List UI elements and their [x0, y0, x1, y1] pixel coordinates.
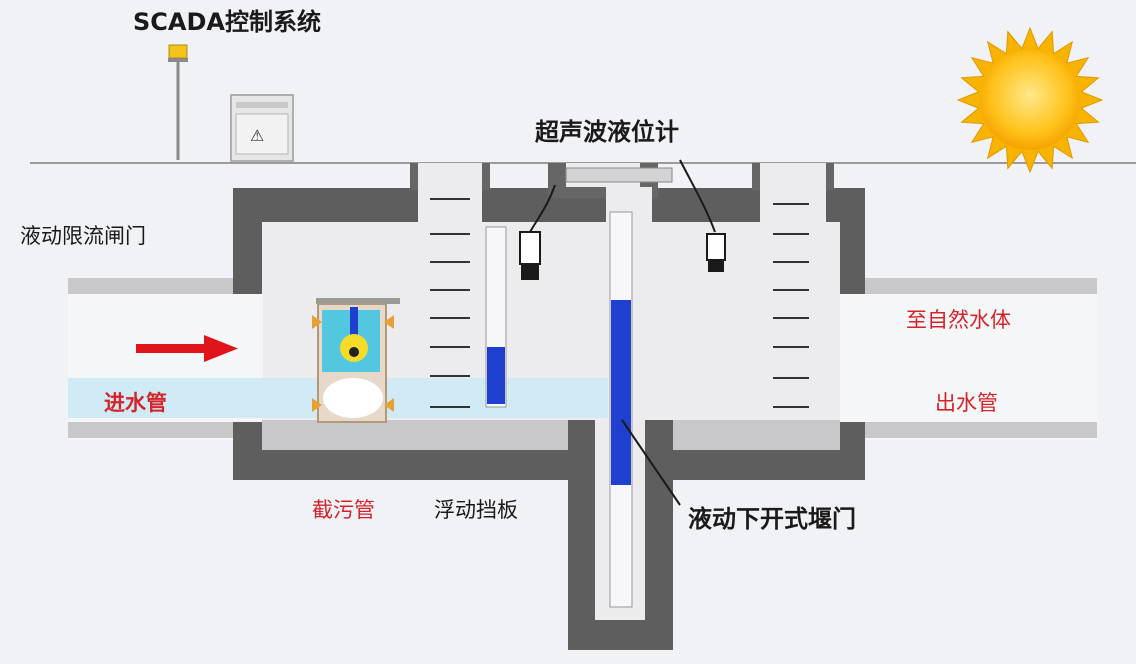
cabinet-warning-icon: ⚠ — [250, 126, 265, 145]
outlet-label: 出水管 — [935, 391, 998, 415]
sewage-label: 截污管 — [312, 498, 375, 522]
ultrasonic-sensor-right — [679, 159, 726, 272]
weir-gate — [609, 211, 633, 608]
level-ticks-left — [430, 198, 470, 408]
scada-label: SCADA控制系统 — [133, 8, 321, 36]
baffle-label: 浮动挡板 — [434, 498, 518, 522]
gate-label: 液动限流闸门 — [20, 224, 146, 248]
scada-pole — [168, 44, 188, 160]
sun-icon — [956, 26, 1104, 174]
floating-baffle — [485, 226, 507, 408]
inlet-label: 进水管 — [104, 391, 167, 415]
to-nature-label: 至自然水体 — [906, 308, 1011, 332]
scada-cabinet — [230, 94, 294, 162]
ultrasonic-sensor-left — [519, 184, 556, 280]
hydraulic-gate — [312, 298, 400, 423]
inflow-arrow — [136, 335, 238, 362]
level-ticks-right — [773, 203, 809, 408]
ultrasonic-label: 超声波液位计 — [535, 118, 679, 146]
weir-label: 液动下开式堰门 — [688, 505, 856, 533]
weir-pointer — [621, 419, 681, 506]
